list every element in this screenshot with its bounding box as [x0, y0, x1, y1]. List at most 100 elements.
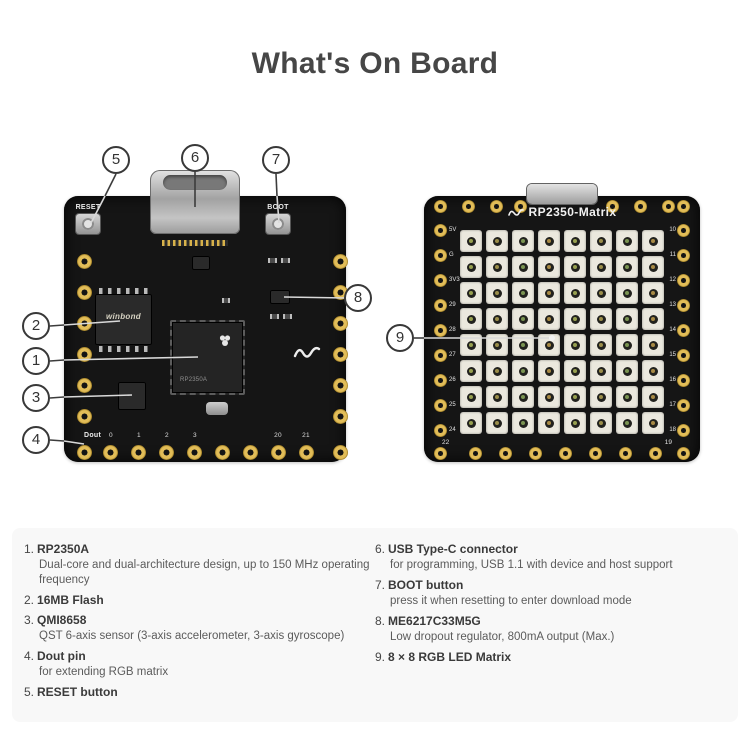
- callout-2: 2: [22, 312, 50, 340]
- rgb-led: [486, 360, 508, 382]
- raspberry-logo-icon: [219, 335, 231, 346]
- legend-item-title: QMI8658: [37, 613, 87, 627]
- pin-label-17: 17: [669, 402, 676, 408]
- solder-pad: [271, 445, 286, 460]
- solder-pad: [677, 249, 690, 262]
- solder-pad: [434, 324, 447, 337]
- board-diagram: What's On Board RESET BOOT winbond RP235…: [22, 47, 700, 462]
- rgb-led: [538, 334, 560, 356]
- legend-item-title: USB Type-C connector: [388, 542, 518, 556]
- legend-item-description: Low dropout regulator, 800mA output (Max…: [390, 631, 615, 643]
- legend-item-2: 2.16MB Flash: [24, 592, 375, 608]
- legend-item-description: for extending RGB matrix: [39, 666, 169, 678]
- solder-pad: [333, 254, 348, 269]
- legend-item-title: RESET button: [37, 685, 118, 699]
- solder-pad: [159, 445, 174, 460]
- rgb-led: [538, 412, 560, 434]
- rgb-led: [564, 360, 586, 382]
- legend-item-number: 8.: [375, 614, 386, 628]
- legend-item-5: 5.RESET button: [24, 684, 375, 700]
- rgb-led: [642, 412, 664, 434]
- waveshare-logo-icon: [293, 346, 321, 358]
- flash-pins-bottom: [99, 346, 149, 352]
- boot-button: [266, 214, 290, 234]
- rgb-led: [642, 386, 664, 408]
- solder-pad: [333, 409, 348, 424]
- rgb-led: [460, 256, 482, 278]
- rgb-led: [460, 334, 482, 356]
- callout-5: 5: [102, 146, 130, 174]
- solder-pad: [434, 374, 447, 387]
- rgb-led: [616, 334, 638, 356]
- flash-chip-label: winbond: [106, 312, 141, 321]
- rgb-led: [564, 412, 586, 434]
- solder-pad: [131, 445, 146, 460]
- solder-pad: [333, 445, 348, 460]
- solder-pad: [499, 447, 512, 460]
- rgb-led: [642, 334, 664, 356]
- solder-pad: [77, 409, 92, 424]
- rgb-led: [460, 360, 482, 382]
- pin-label-corner-right: 19: [664, 439, 672, 446]
- rgb-led: [486, 308, 508, 330]
- rgb-led: [512, 282, 534, 304]
- legend-item-number: 7.: [375, 578, 386, 592]
- rgb-led: [512, 412, 534, 434]
- waveshare-logo-icon: [507, 209, 524, 216]
- solder-pad: [434, 424, 447, 437]
- solder-pad: [490, 200, 503, 213]
- rgb-led: [590, 360, 612, 382]
- rgb-led: [538, 282, 560, 304]
- solder-pad: [77, 378, 92, 393]
- crystal-oscillator: [206, 402, 228, 415]
- rgb-led: [538, 360, 560, 382]
- callout-4: 4: [22, 426, 50, 454]
- flash-pins-top: [99, 288, 149, 294]
- solder-pad: [77, 316, 92, 331]
- usb-c-connector: [150, 170, 240, 234]
- solder-pad: [187, 445, 202, 460]
- rgb-led: [564, 230, 586, 252]
- legend-item-8: 8.ME6217C33M5G Low dropout regulator, 800…: [375, 613, 726, 645]
- callout-8: 8: [344, 284, 372, 312]
- rgb-led: [590, 256, 612, 278]
- legend-item-title: ME6217C33M5G: [388, 614, 481, 628]
- rgb-led: [486, 334, 508, 356]
- rgb-led: [460, 412, 482, 434]
- pin-label-16: 16: [669, 377, 676, 383]
- pin-label-13: 13: [669, 302, 676, 308]
- rgb-led: [486, 412, 508, 434]
- board-name-text: RP2350-Matrix: [528, 205, 617, 219]
- solder-pad: [434, 447, 447, 460]
- solder-pad: [677, 447, 690, 460]
- solder-pad: [677, 274, 690, 287]
- rgb-led: [564, 334, 586, 356]
- reset-button: [76, 214, 100, 234]
- pin-label-G: G: [449, 252, 454, 258]
- solder-pad: [462, 200, 475, 213]
- pin-label-3V3: 3V3: [449, 277, 460, 283]
- solder-pad: [434, 249, 447, 262]
- solder-pad: [77, 254, 92, 269]
- rgb-led: [460, 386, 482, 408]
- legend-item-number: 4.: [24, 649, 35, 663]
- usb-c-connector-back: [527, 184, 597, 204]
- pin-label-11: 11: [669, 252, 676, 258]
- rgb-led: [538, 256, 560, 278]
- legend-item-number: 5.: [24, 685, 35, 699]
- solder-pad: [677, 374, 690, 387]
- rgb-led: [642, 360, 664, 382]
- silk-pin-number: 0: [109, 432, 113, 439]
- board-name-silk: RP2350-Matrix: [424, 205, 700, 219]
- solder-pad: [649, 447, 662, 460]
- rgb-led: [590, 386, 612, 408]
- legend-item-title: BOOT button: [388, 578, 464, 592]
- solder-pad: [434, 224, 447, 237]
- rgb-led: [538, 386, 560, 408]
- passive-component: [268, 258, 277, 263]
- rgb-led: [590, 412, 612, 434]
- solder-pad: [434, 399, 447, 412]
- rgb-led: [616, 308, 638, 330]
